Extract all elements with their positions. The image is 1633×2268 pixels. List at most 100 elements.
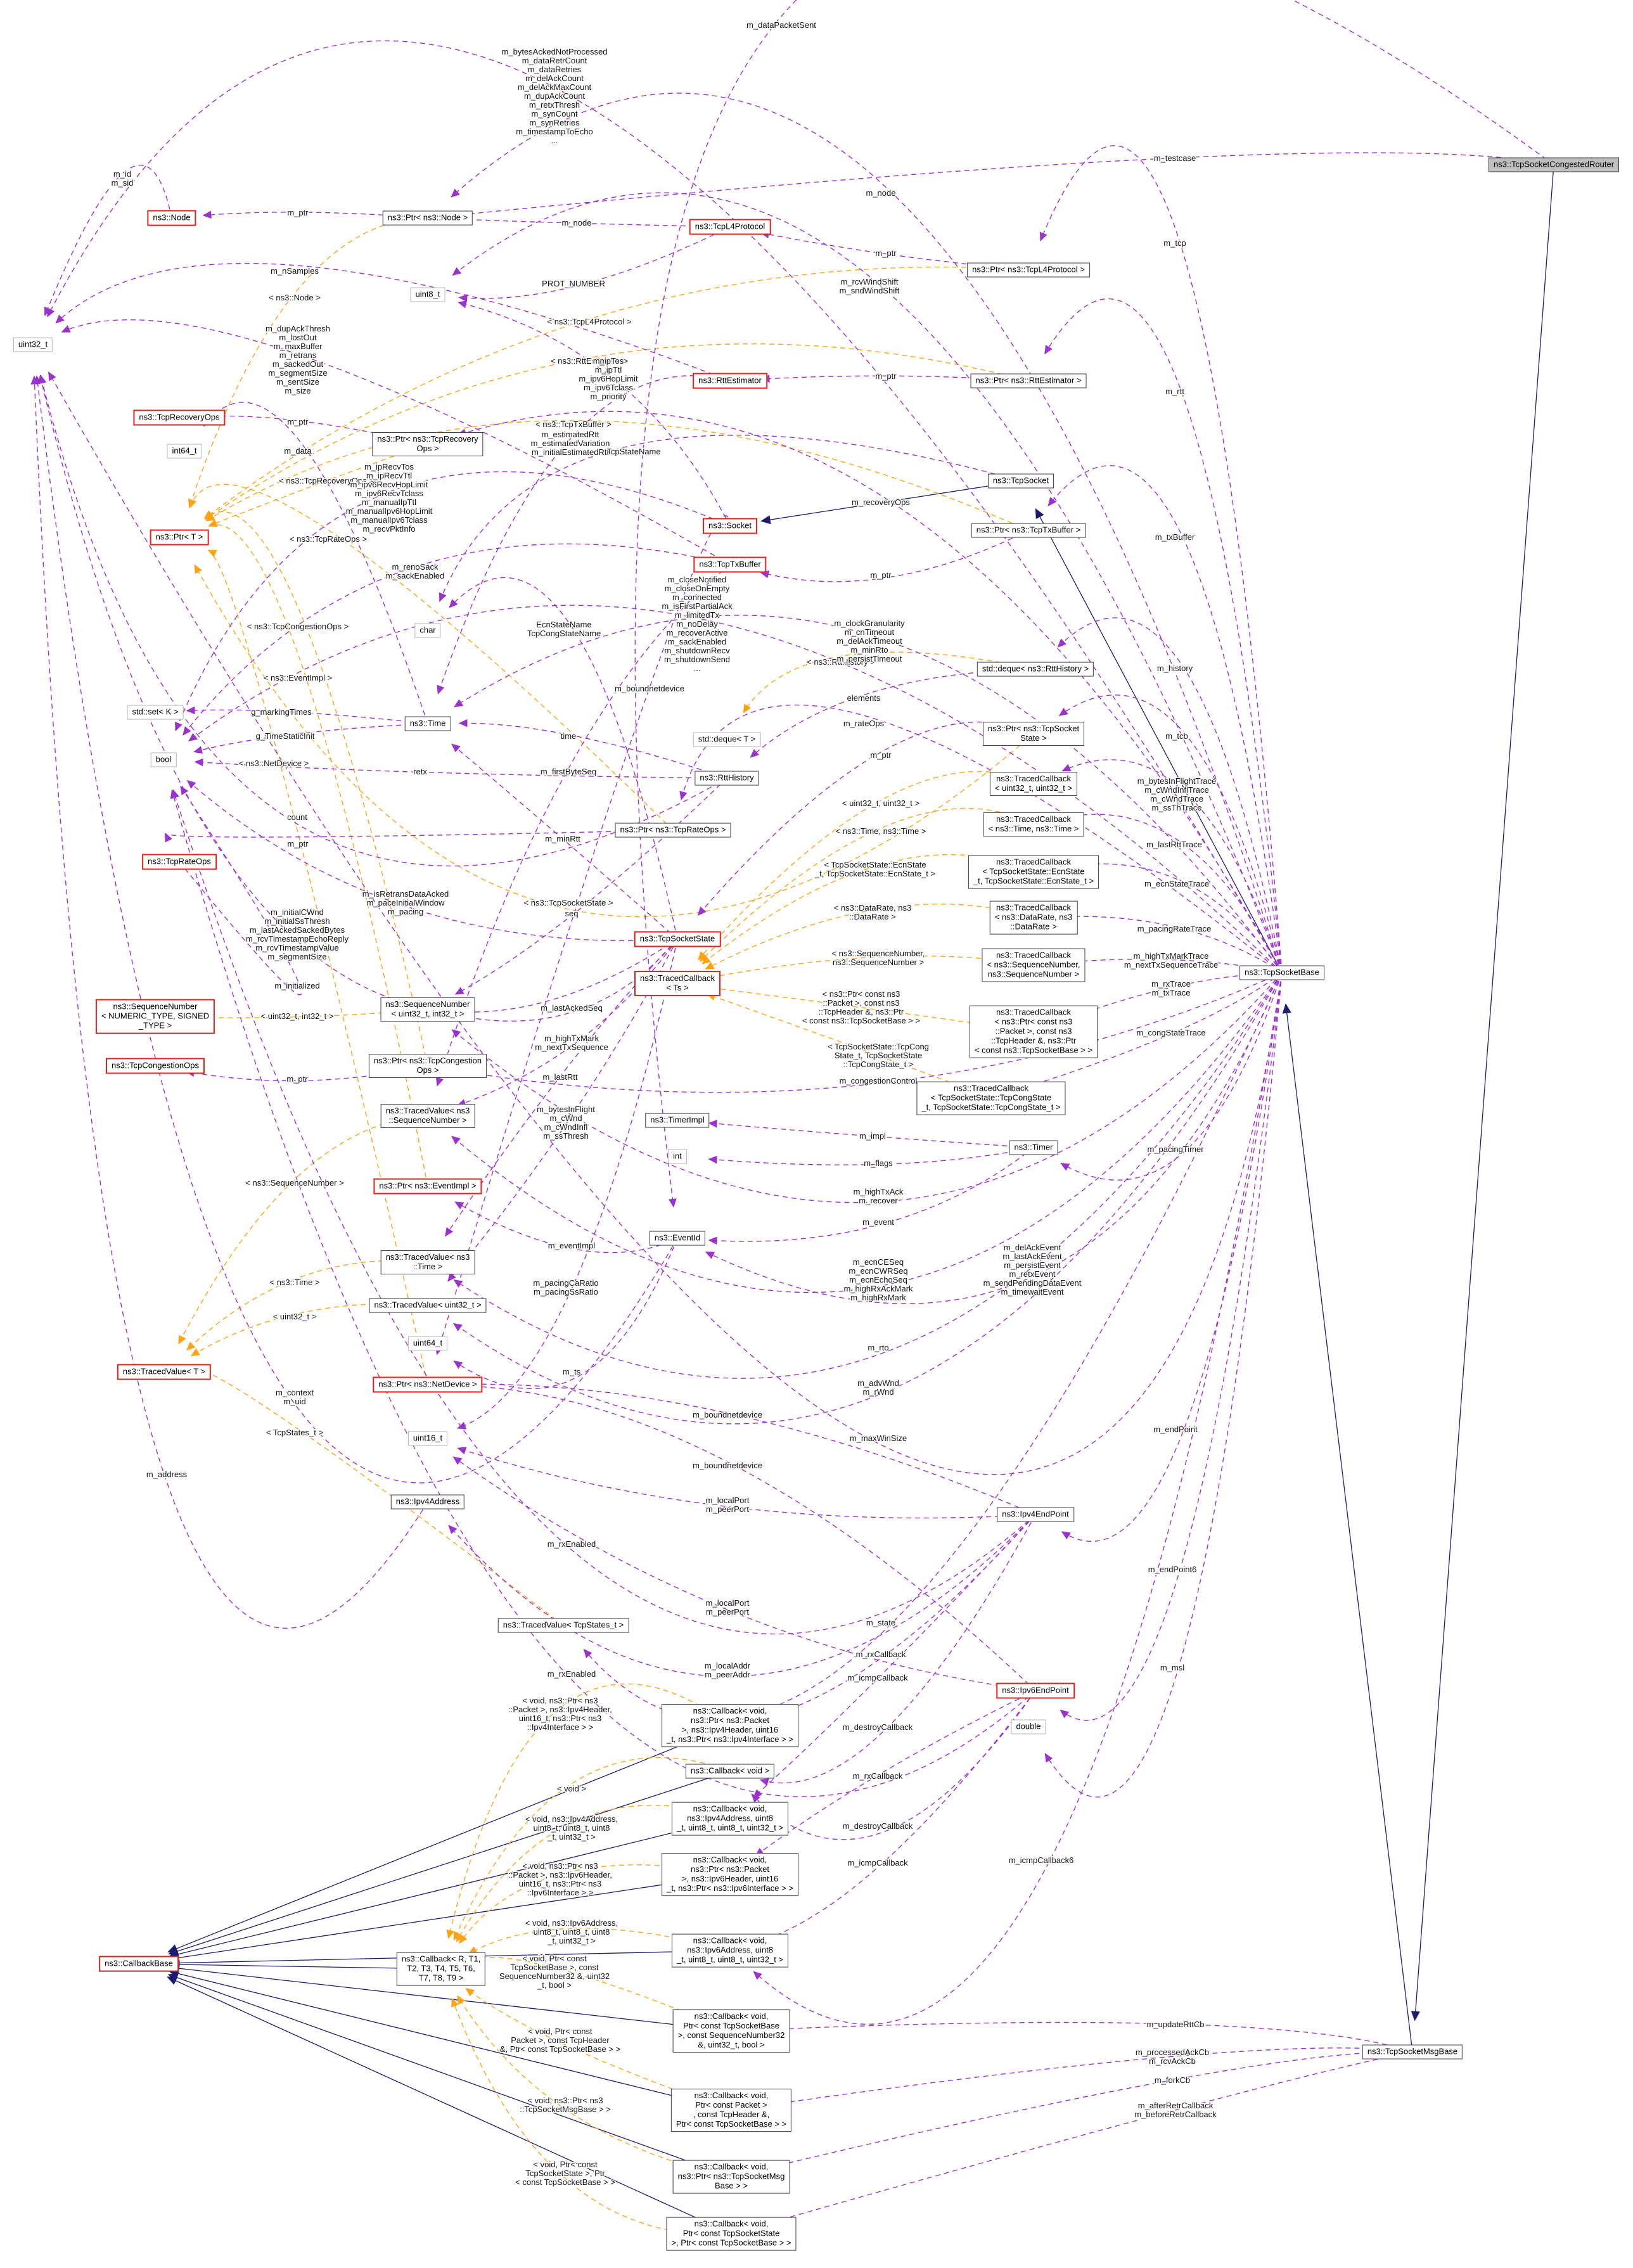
edge-label-m_rto: m_rto bbox=[868, 1343, 888, 1352]
edge-label-count: count bbox=[287, 812, 307, 822]
diagram-node-int[interactable]: int bbox=[668, 1149, 687, 1164]
diagram-node-uint64t[interactable]: uint64_t bbox=[407, 1336, 448, 1351]
diagram-node-tc-ts[interactable]: ns3::TracedCallback < Ts > bbox=[634, 971, 721, 996]
diagram-node-tc-time[interactable]: ns3::TracedCallback < ns3::Time, ns3::Ti… bbox=[983, 812, 1084, 836]
diagram-node-cb2[interactable]: ns3::Callback< void > bbox=[685, 1764, 775, 1779]
edge-label-ns3EventImpl: < ns3::EventImpl > bbox=[264, 673, 332, 682]
diagram-node-tcprateops[interactable]: ns3::TcpRateOps bbox=[142, 854, 217, 870]
diagram-node-tc-ecn[interactable]: ns3::TracedCallback < TcpSocketState::Ec… bbox=[968, 855, 1099, 889]
diagram-node-cb7[interactable]: ns3::Callback< void, Ptr< const Packet >… bbox=[670, 2089, 792, 2132]
edge-tss-uint16t bbox=[456, 939, 678, 1430]
edge-label-m_rxEnabled: m_rxEnabled bbox=[548, 1539, 596, 1549]
diagram-node-ptr-tcptxbuf[interactable]: ns3::Ptr< ns3::TcpTxBuffer > bbox=[971, 523, 1086, 538]
diagram-node-int64t[interactable]: int64_t bbox=[167, 444, 202, 459]
diagram-node-tc-u32[interactable]: ns3::TracedCallback < uint32_t, uint32_t… bbox=[989, 772, 1078, 796]
edge-msgbase-cb6 bbox=[762, 2021, 1413, 2053]
diagram-node-tsb[interactable]: ns3::TcpSocketBase bbox=[1239, 965, 1324, 980]
edge-label-g_markingTimes: g_markingTimes bbox=[251, 707, 312, 717]
diagram-node-eventid[interactable]: ns3::EventId bbox=[649, 1231, 706, 1246]
diagram-node-tcptxbuf[interactable]: ns3::TcpTxBuffer bbox=[693, 556, 767, 573]
diagram-node-seq-num[interactable]: ns3::SequenceNumber < NUMERIC_TYPE, SIGN… bbox=[95, 999, 215, 1034]
edge-label-m_node: m_node bbox=[562, 218, 592, 227]
edge-label-ns3Timens3Time: < ns3::Time, ns3::Time > bbox=[836, 826, 926, 836]
edge-cb9-cbbase bbox=[167, 1976, 732, 2234]
edge-ptr-evimpl-ptr-t bbox=[208, 519, 428, 1187]
diagram-node-tcpl4[interactable]: ns3::TcpL4Protocol bbox=[689, 219, 771, 235]
diagram-node-bool[interactable]: bool bbox=[150, 752, 177, 767]
diagram-node-router[interactable]: ns3::TcpSocketCongestedRouter bbox=[1488, 157, 1620, 172]
diagram-node-uint32t[interactable]: uint32_t bbox=[13, 337, 53, 352]
diagram-node-cbr[interactable]: ns3::Callback< R, T1, T2, T3, T4, T5, T6… bbox=[396, 1952, 486, 1986]
edge-tsb-ptr-tcptxbuf bbox=[1047, 465, 1283, 973]
diagram-node-tcprecovery[interactable]: ns3::TcpRecoveryOps bbox=[133, 409, 226, 426]
edge-time-bool bbox=[193, 723, 428, 754]
diagram-node-tcpsocket[interactable]: ns3::TcpSocket bbox=[987, 473, 1054, 489]
diagram-node-ptr-tco[interactable]: ns3::Ptr< ns3::TcpCongestion Ops > bbox=[368, 1054, 487, 1078]
diagram-node-cb3[interactable]: ns3::Callback< void, ns3::Ipv4Address, u… bbox=[671, 1802, 789, 1836]
diagram-node-ip4ep[interactable]: ns3::Ipv4EndPoint bbox=[997, 1507, 1074, 1522]
edge-label-m_node: m_node bbox=[866, 188, 896, 198]
diagram-node-cb1[interactable]: ns3::Callback< void, ns3::Ptr< ns3::Pack… bbox=[662, 1704, 798, 1747]
diagram-node-tss[interactable]: ns3::TcpSocketState bbox=[634, 931, 721, 947]
diagram-node-cb4[interactable]: ns3::Callback< void, ns3::Ptr< ns3::Pack… bbox=[662, 1853, 798, 1896]
diagram-node-deque-rtth[interactable]: std::deque< ns3::RttHistory > bbox=[977, 662, 1094, 677]
diagram-node-double[interactable]: double bbox=[1011, 1719, 1046, 1734]
edge-label-m_congestionControl: m_congestionControl bbox=[840, 1076, 918, 1086]
diagram-node-ipv4addr[interactable]: ns3::Ipv4Address bbox=[390, 1494, 465, 1509]
diagram-node-uint8t[interactable]: uint8_t bbox=[410, 287, 445, 302]
diagram-node-ptr-tcprate[interactable]: ns3::Ptr< ns3::TcpRateOps > bbox=[615, 823, 731, 838]
diagram-node-tv-seq[interactable]: ns3::TracedValue< ns3 ::SequenceNumber > bbox=[380, 1104, 475, 1128]
edge-tsb-timer bbox=[1060, 972, 1283, 1181]
diagram-node-cb5[interactable]: ns3::Callback< void, ns3::Ipv6Address, u… bbox=[671, 1933, 789, 1968]
diagram-node-tv-u32[interactable]: ns3::TracedValue< uint32_t > bbox=[369, 1298, 487, 1313]
edge-label-m_address: m_address bbox=[146, 1470, 188, 1479]
diagram-node-tc-cong[interactable]: ns3::TracedCallback < TcpSocketState::Tc… bbox=[916, 1081, 1066, 1115]
diagram-node-ptr-t[interactable]: ns3::Ptr< T > bbox=[150, 529, 209, 546]
diagram-node-cb8[interactable]: ns3::Callback< void, ns3::Ptr< ns3::TcpS… bbox=[672, 2160, 790, 2194]
diagram-node-tco[interactable]: ns3::TcpCongestionOps bbox=[105, 1058, 205, 1074]
edge-label-m_endPoint6: m_endPoint6 bbox=[1148, 1565, 1197, 1574]
diagram-node-ptr-tcprecovery[interactable]: ns3::Ptr< ns3::TcpRecovery Ops > bbox=[372, 432, 483, 456]
diagram-node-tv-t[interactable]: ns3::TracedValue< T > bbox=[117, 1364, 212, 1380]
diagram-node-setk[interactable]: std::set< K > bbox=[127, 705, 184, 720]
diagram-node-timerimpl[interactable]: ns3::TimerImpl bbox=[645, 1113, 710, 1128]
edge-label-elements: elements bbox=[847, 693, 881, 703]
diagram-node-ptr-evimpl[interactable]: ns3::Ptr< ns3::EventImpl > bbox=[373, 1178, 482, 1195]
diagram-node-ptr-rttest[interactable]: ns3::Ptr< ns3::RttEstimator > bbox=[970, 373, 1087, 388]
diagram-node-tc-pkt[interactable]: ns3::TracedCallback < ns3::Ptr< const ns… bbox=[969, 1005, 1098, 1058]
diagram-node-tc-seq[interactable]: ns3::TracedCallback < ns3::SequenceNumbe… bbox=[982, 948, 1085, 982]
diagram-node-timer[interactable]: ns3::Timer bbox=[1009, 1140, 1058, 1155]
edge-label-m_state: m_state bbox=[866, 1618, 895, 1627]
diagram-node-ptr-tss[interactable]: ns3::Ptr< ns3::TcpSocket State > bbox=[982, 722, 1085, 746]
diagram-node-rttest[interactable]: ns3::RttEstimator bbox=[693, 373, 767, 389]
diagram-node-msgbase[interactable]: ns3::TcpSocketMsgBase bbox=[1362, 2044, 1463, 2060]
diagram-node-rtth[interactable]: ns3::RttHistory bbox=[695, 771, 759, 786]
diagram-node-ptr-node[interactable]: ns3::Ptr< ns3::Node > bbox=[382, 210, 473, 226]
edge-label-m_lastRtt: m_lastRtt bbox=[543, 1072, 578, 1082]
edge-ip4ep-cb3 bbox=[753, 1514, 1036, 1798]
edge-label-m_forkCb: m_forkCb bbox=[1155, 2075, 1190, 2085]
diagram-node-tv-time[interactable]: ns3::TracedValue< ns3 ::Time > bbox=[380, 1250, 475, 1274]
edge-label-m_ptr: m_ptr bbox=[875, 248, 897, 258]
edge-label-m_boundnetdevice: m_boundnetdevice bbox=[693, 1410, 762, 1419]
diagram-node-socket[interactable]: ns3::Socket bbox=[703, 518, 757, 534]
diagram-node-deque-t[interactable]: std::deque< T > bbox=[693, 732, 761, 747]
diagram-node-cb6[interactable]: ns3::Callback< void, Ptr< const TcpSocke… bbox=[672, 2009, 790, 2053]
diagram-node-uint16t[interactable]: uint16_t bbox=[407, 1431, 448, 1446]
diagram-node-tc-dr[interactable]: ns3::TracedCallback < ns3::DataRate, ns3… bbox=[989, 900, 1078, 935]
edge-tcprateops-bool bbox=[179, 785, 302, 996]
diagram-node-time[interactable]: ns3::Time bbox=[404, 716, 451, 731]
edge-tsb-ip4ep bbox=[1061, 972, 1283, 1542]
diagram-node-ptr-tcpl4[interactable]: ns3::Ptr< ns3::TcpL4Protocol > bbox=[967, 262, 1090, 278]
diagram-node-ip6ep[interactable]: ns3::Ipv6EndPoint bbox=[996, 1682, 1075, 1699]
diagram-node-seq-u32[interactable]: ns3::SequenceNumber < uint32_t, int32_t … bbox=[380, 997, 475, 1022]
diagram-node-ptr-nd[interactable]: ns3::Ptr< ns3::NetDevice > bbox=[373, 1376, 483, 1393]
diagram-node-cb9[interactable]: ns3::Callback< void, Ptr< const TcpSocke… bbox=[666, 2217, 797, 2251]
diagram-node-cbbase[interactable]: ns3::CallbackBase bbox=[99, 1956, 179, 1972]
diagram-node-tv-states[interactable]: ns3::TracedValue< TcpStates_t > bbox=[497, 1618, 629, 1633]
diagram-node-node[interactable]: ns3::Node bbox=[147, 210, 196, 226]
diagram-node-char[interactable]: char bbox=[414, 623, 441, 638]
